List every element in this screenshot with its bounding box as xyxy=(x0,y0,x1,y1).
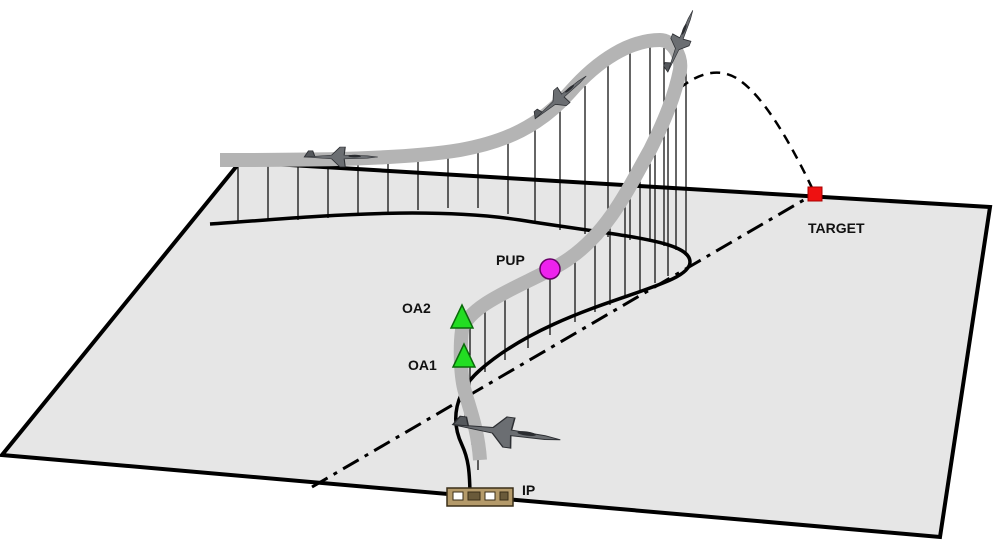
ip-ground-marker-icon xyxy=(446,487,514,507)
oa2-label: OA2 xyxy=(402,300,431,316)
target-marker xyxy=(807,186,823,202)
bomb-trajectory xyxy=(679,71,817,195)
flight-path xyxy=(219,33,688,461)
oa1-marker xyxy=(451,342,477,368)
pup-marker xyxy=(539,258,561,280)
target-label: TARGET xyxy=(808,220,865,236)
oa1-label: OA1 xyxy=(408,357,437,373)
attack-axis xyxy=(311,192,815,489)
oa2-marker xyxy=(449,303,475,329)
ground-plane xyxy=(0,159,993,540)
pup-label: PUP xyxy=(496,252,525,268)
ip-label: IP xyxy=(522,482,535,498)
